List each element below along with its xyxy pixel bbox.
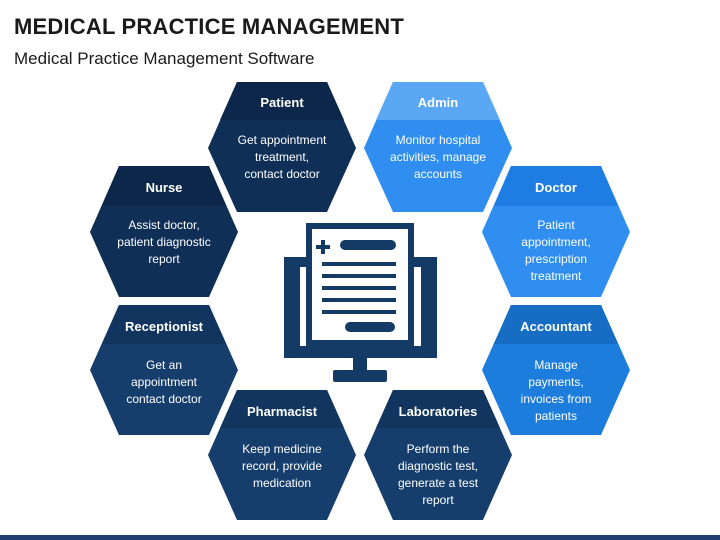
receptionist-desc: Get an appointment contact doctor — [126, 358, 202, 406]
doctor-desc: Patient appointment, prescription treatm… — [521, 218, 591, 283]
page-title: MEDICAL PRACTICE MANAGEMENT — [14, 14, 404, 39]
pharmacist-desc: Keep medicine record, provide medication — [241, 442, 323, 490]
laboratories-desc: Perform the diagnostic test, generate a … — [397, 442, 479, 507]
hex-receptionist — [90, 305, 238, 435]
admin-title: Admin — [417, 95, 459, 110]
hex-doctor — [482, 166, 630, 297]
bottom-accent-bar — [0, 535, 720, 540]
hex-accountant — [482, 305, 630, 435]
hex-pharmacist — [208, 390, 356, 520]
patient-desc: Get appointment treatment, contact docto… — [237, 133, 327, 181]
hex-patient — [208, 82, 356, 212]
patient-title: Patient — [260, 95, 304, 110]
accountant-title: Accountant — [520, 319, 592, 334]
computer-monitor-medical-record-icon — [284, 223, 437, 382]
doctor-title: Doctor — [535, 180, 577, 195]
page-subtitle: Medical Practice Management Software — [14, 49, 315, 68]
hex-admin — [364, 82, 512, 212]
hex-nurse — [90, 166, 238, 297]
hex-laboratories — [364, 390, 512, 520]
nurse-desc: Assist doctor, patient diagnostic report — [117, 218, 211, 266]
laboratories-title: Laboratories — [398, 404, 478, 419]
admin-desc: Monitor hospital activities, manage acco… — [389, 133, 487, 181]
receptionist-title: Receptionist — [124, 319, 203, 334]
pharmacist-title: Pharmacist — [246, 404, 318, 419]
accountant-desc: Manage payments, invoices from patients — [520, 358, 592, 423]
nurse-title: Nurse — [145, 180, 183, 195]
